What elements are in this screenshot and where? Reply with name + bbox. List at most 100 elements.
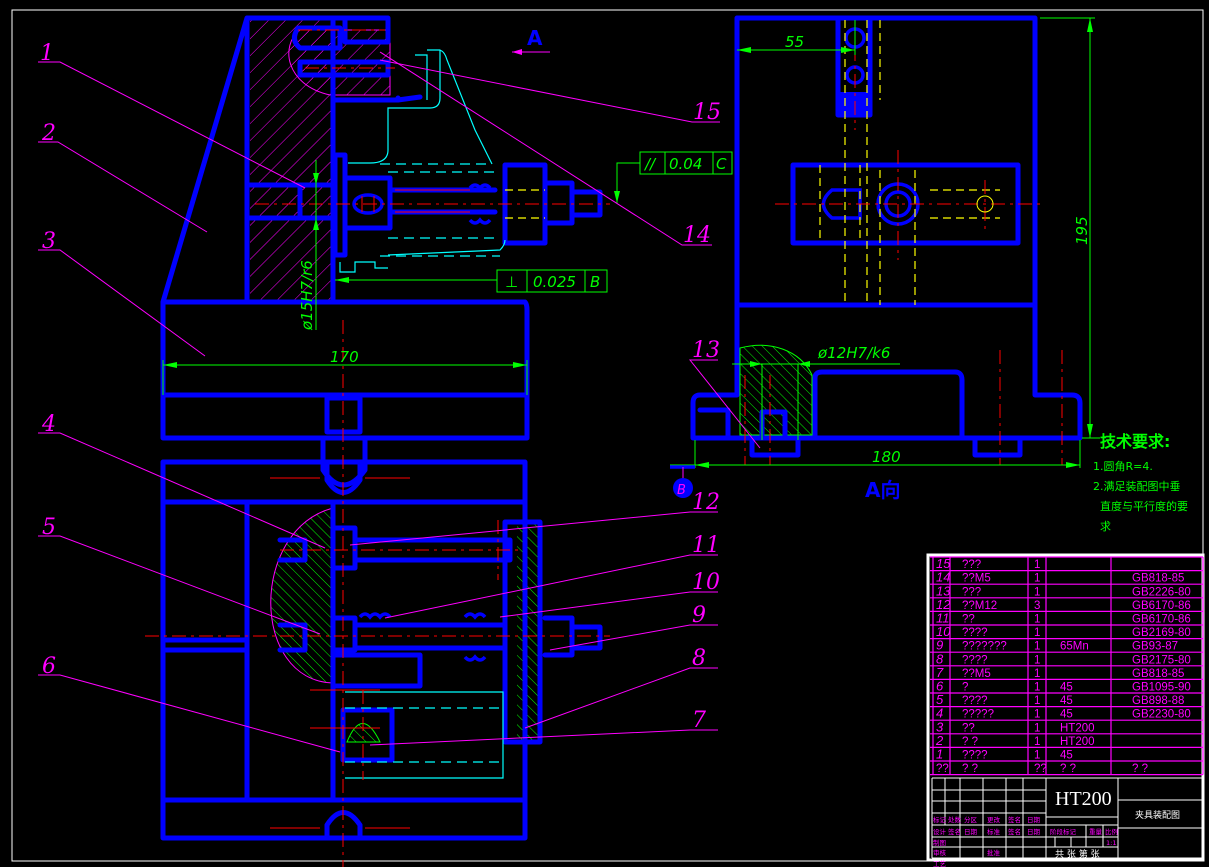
fit-dimension-12: ø12H7/k6 — [732, 344, 900, 440]
callout-3[interactable]: 3 — [42, 229, 56, 254]
bom-name: ???? — [962, 654, 988, 666]
callout-9[interactable]: 9 — [692, 603, 706, 628]
callout-15[interactable]: 15 — [693, 100, 721, 125]
bolt-red-lines — [361, 189, 470, 213]
callout-5[interactable]: 5 — [42, 515, 56, 540]
parallel-symbol: // — [643, 155, 657, 173]
tb-mark: 标记 — [933, 815, 947, 824]
bom-qty: 1 — [1034, 654, 1040, 666]
perp-symbol: ⊥ — [505, 273, 518, 291]
tb-date: 日期 — [1027, 816, 1041, 824]
tech-line-2: 2.满足装配图中垂 — [1093, 480, 1181, 493]
callout-14[interactable]: 14 — [683, 223, 711, 248]
bom-standard: GB2230-80 — [1132, 709, 1191, 721]
callout-6[interactable]: 6 — [42, 654, 56, 679]
bom-qty: 1 — [1034, 586, 1040, 598]
callout-8[interactable]: 8 — [692, 646, 706, 671]
view-a-hatch — [739, 344, 813, 436]
bom-qty: 1 — [1034, 614, 1040, 626]
bom-qty: 1 — [1034, 709, 1040, 721]
tech-line-1: 1.圆角R=4. — [1093, 460, 1153, 473]
dimension-195: 195 — [1040, 17, 1100, 439]
view-a — [690, 15, 1083, 465]
datum-b[interactable]: B — [670, 465, 695, 498]
parallelism-tolerance-frame[interactable]: // 0.04 C — [614, 151, 733, 203]
bom-qty: 1 — [1034, 682, 1040, 694]
bom-qty: 1 — [1034, 559, 1040, 571]
fit-12-text: ø12H7/k6 — [817, 344, 890, 362]
material-cell: HT200 — [1055, 788, 1112, 810]
bom-material: HT200 — [1060, 722, 1095, 734]
perpendicularity-tolerance-frame[interactable]: ⊥ 0.025 B — [335, 269, 608, 293]
bom-name: ? ? — [962, 736, 978, 748]
tb-scale-value: 1:1 — [1106, 839, 1116, 847]
bom-material: 45 — [1060, 750, 1073, 762]
tb-process: 工艺 — [933, 860, 947, 867]
view-a-outline — [690, 15, 1083, 458]
tb-design: 设计 — [933, 827, 947, 836]
bom-name: ? — [962, 682, 968, 694]
bom-header-cell: ? ? — [1060, 763, 1076, 775]
main-section-view — [160, 15, 610, 520]
callout-2[interactable]: 2 — [41, 121, 56, 146]
bom-standard: GB818-85 — [1132, 573, 1184, 585]
tb-approve: 批准 — [987, 848, 1001, 857]
bom-material: HT200 — [1060, 736, 1095, 748]
callout-10[interactable]: 10 — [692, 570, 720, 595]
view-arrow-letter: A — [527, 26, 543, 50]
bom-name: ???? — [962, 750, 988, 762]
callout-1[interactable]: 1 — [40, 41, 54, 66]
plan-centerlines — [145, 455, 610, 867]
tb-sheets: 共 张 第 张 — [1055, 848, 1100, 860]
bom-name: ???? — [962, 695, 988, 707]
plan-clamp-block — [502, 519, 543, 745]
tb-zone: 分区 — [964, 815, 978, 824]
bom-standard: GB6170-86 — [1132, 614, 1191, 626]
bom-name: ??M5 — [962, 668, 991, 680]
callout-13[interactable]: 13 — [692, 338, 720, 363]
callout-12[interactable]: 12 — [692, 490, 720, 515]
tb-sign-2: 签名 — [948, 827, 961, 836]
tech-line-4: 求 — [1100, 520, 1111, 533]
tb-review: 审核 — [933, 848, 947, 857]
parallel-value: 0.04 — [669, 155, 702, 173]
bom-name: ??M5 — [962, 573, 991, 585]
view-a-arrow: A — [512, 26, 550, 55]
bom-material: 45 — [1060, 682, 1073, 694]
plan-key-block — [340, 707, 395, 763]
bom-name: ????? — [962, 709, 994, 721]
bom-qty: 1 — [1034, 736, 1040, 748]
dimension-170-value: 170 — [330, 348, 359, 366]
view-a-small-hole — [976, 195, 994, 213]
bom-header-cell: ? ? — [1132, 763, 1148, 775]
callout-11[interactable]: 11 — [692, 533, 720, 558]
bom-qty: 1 — [1034, 627, 1040, 639]
parallel-datum: C — [716, 155, 727, 173]
hatch-round-section — [270, 507, 334, 684]
plan-short-centers — [270, 477, 410, 829]
callout-4[interactable]: 4 — [41, 412, 56, 437]
hatch-side-block — [517, 522, 539, 742]
bom-item-no: 5 — [936, 692, 944, 707]
bom-qty: 1 — [1034, 695, 1040, 707]
bom-qty: 1 — [1034, 750, 1040, 762]
bom-name: ??? — [962, 586, 981, 598]
bom-name: ???? — [962, 627, 988, 639]
fit-dimension-15: ø15H7/r6 — [298, 160, 319, 331]
bom-item-no: 8 — [936, 651, 944, 666]
bom-qty: 1 — [1034, 641, 1040, 653]
dimension-180: 180 — [670, 440, 1081, 468]
bom-item-no: 13 — [936, 583, 951, 598]
tb-date-3: 日期 — [1027, 828, 1041, 836]
view-a-slot — [790, 15, 1021, 246]
dimension-55: 55 — [737, 20, 856, 55]
bom-material: 45 — [1060, 695, 1073, 707]
bom-qty: 1 — [1034, 722, 1040, 734]
callout-7[interactable]: 7 — [692, 708, 706, 733]
dimension-195-value: 195 — [1073, 216, 1091, 245]
bom-item-no: 3 — [936, 719, 944, 734]
bom-item-no: 4 — [936, 706, 943, 721]
tech-line-3: 直度与平行度的要 — [1100, 499, 1188, 513]
view-a-slot-oblong — [821, 188, 862, 220]
